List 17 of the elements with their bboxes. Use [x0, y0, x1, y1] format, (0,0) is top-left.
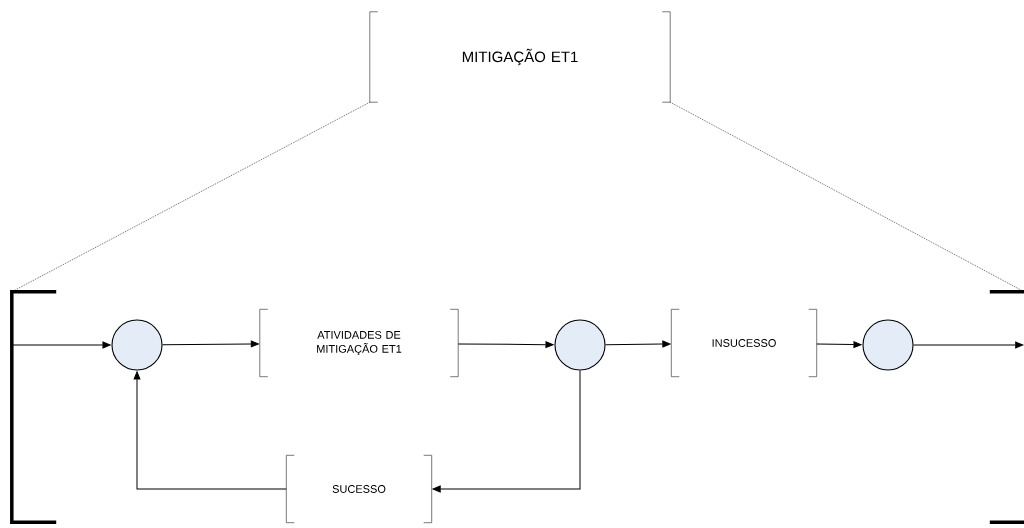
circle-node: [862, 319, 914, 371]
circle-node: [554, 319, 606, 371]
arrow: [432, 370, 581, 493]
arrow: [133, 371, 287, 490]
arrow: [457, 341, 554, 349]
arrow: [605, 340, 671, 348]
arrow: [913, 341, 1024, 349]
bracket-box: SUCESSO: [285, 454, 433, 524]
zoom-bracket: [988, 290, 1024, 524]
bracket-box: ATIVIDADES DE MITIGAÇÃO ET1: [259, 308, 459, 378]
arrow: [162, 340, 259, 348]
bracket-box: INSUCESSO: [670, 308, 818, 378]
zoom-bracket: [10, 290, 57, 524]
circle-node: [111, 319, 163, 371]
bracket-box: MITIGAÇÃO ET1: [369, 11, 671, 103]
arrow: [816, 341, 862, 348]
arrow: [11, 341, 111, 349]
